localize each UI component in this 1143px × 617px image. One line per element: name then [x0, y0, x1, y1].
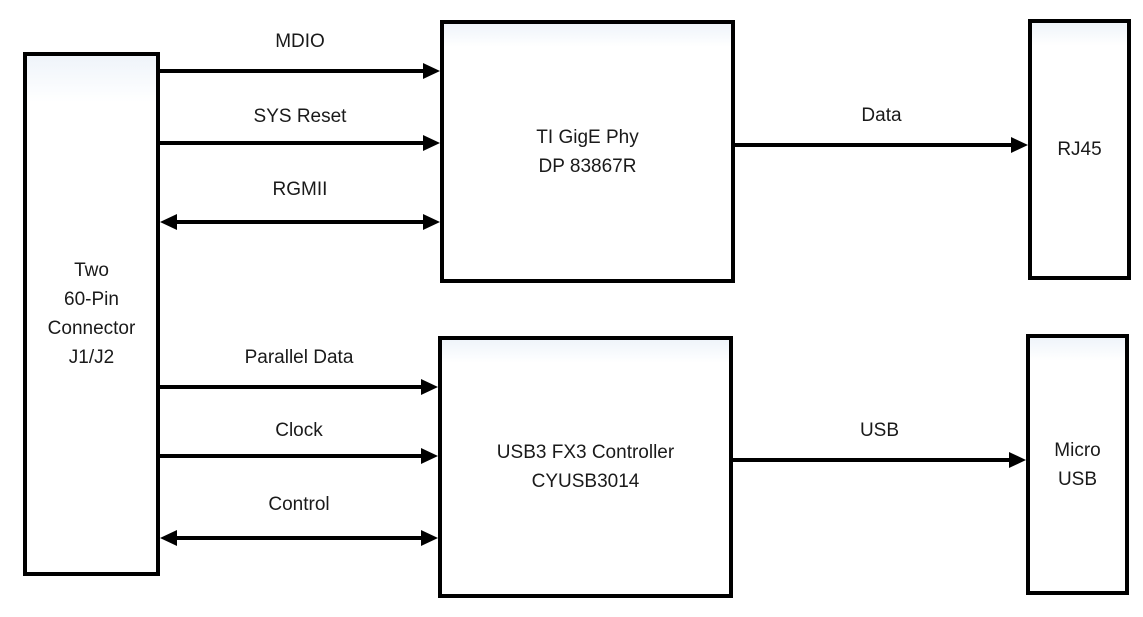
block-connector: Two 60-Pin Connector J1/J2: [23, 52, 160, 576]
arrow-parallel-data: [160, 379, 438, 395]
block-fx3-controller-label-line: CYUSB3014: [531, 471, 640, 492]
connection-label-rgmii: RGMII: [272, 179, 328, 200]
arrowhead-right-icon: [421, 379, 438, 395]
block-connector-label-line: 60-Pin: [64, 289, 119, 310]
block-micro-usb: Micro USB: [1026, 334, 1129, 595]
arrowhead-right-icon: [1009, 452, 1026, 468]
block-connector-label-line: Two: [74, 260, 109, 281]
block-micro-usb-label-line: USB: [1057, 468, 1098, 490]
arrow-line: [733, 458, 1013, 462]
connection-label-data: Data: [861, 105, 902, 126]
arrowhead-right-icon: [421, 530, 438, 546]
arrow-sys-reset: [160, 135, 440, 151]
arrow-control: [160, 530, 438, 546]
arrow-line: [160, 385, 425, 389]
block-gige-phy: TI GigE Phy DP 83867R: [440, 20, 735, 283]
arrowhead-right-icon: [423, 63, 440, 79]
block-fx3-controller: USB3 FX3 Controller CYUSB3014: [438, 336, 733, 598]
arrow-line: [160, 141, 427, 145]
arrowhead-right-icon: [423, 135, 440, 151]
arrowhead-left-icon: [160, 530, 177, 546]
block-gige-phy-label-line: DP 83867R: [538, 155, 637, 177]
arrowhead-left-icon: [160, 214, 177, 230]
arrowhead-right-icon: [423, 214, 440, 230]
arrow-mdio: [160, 63, 440, 79]
block-micro-usb-label-line: Micro: [1054, 439, 1101, 461]
arrow-line: [160, 454, 425, 458]
block-rj45-label: RJ45: [1057, 135, 1101, 164]
block-gige-phy-label: TI GigE Phy DP 83867R: [536, 123, 638, 181]
arrow-rgmii: [160, 214, 440, 230]
block-connector-label: Two 60-Pin Connector J1/J2: [48, 256, 136, 372]
arrow-line: [735, 143, 1015, 147]
arrow-clock: [160, 448, 438, 464]
block-fx3-controller-label-line: USB3 FX3 Controller: [496, 442, 675, 463]
arrow-line: [173, 536, 425, 540]
connection-label-usb: USB: [859, 420, 900, 441]
arrow-usb: [733, 452, 1026, 468]
block-gige-phy-label-line: TI GigE Phy: [536, 126, 639, 148]
block-rj45-label-line: RJ45: [1057, 139, 1102, 160]
block-rj45: RJ45: [1028, 19, 1131, 280]
arrow-line: [173, 220, 427, 224]
connection-label-sys-reset: SYS Reset: [253, 106, 347, 127]
arrow-data: [735, 137, 1028, 153]
connection-label-mdio: MDIO: [275, 31, 325, 52]
arrowhead-right-icon: [421, 448, 438, 464]
connection-label-control: Control: [268, 494, 330, 515]
block-micro-usb-label: Micro USB: [1054, 436, 1100, 494]
connection-label-parallel-data: Parallel Data: [244, 347, 354, 368]
block-connector-label-line: J1/J2: [68, 347, 115, 368]
block-connector-label-line: Connector: [47, 318, 136, 339]
connection-label-clock: Clock: [275, 420, 323, 441]
arrow-line: [160, 69, 427, 73]
arrowhead-right-icon: [1011, 137, 1028, 153]
block-fx3-controller-label: USB3 FX3 Controller CYUSB3014: [497, 438, 674, 496]
